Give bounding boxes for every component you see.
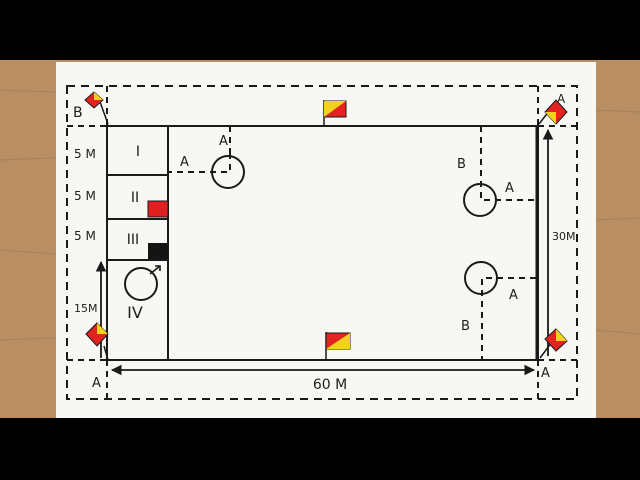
zone4-circle (124, 267, 158, 301)
corner-flag-icon (538, 99, 568, 125)
corner-label-top-left: B (73, 105, 83, 121)
outer-boundary-dashed (66, 85, 578, 400)
corner-label-top-right: A (557, 92, 566, 106)
measure-15m: 15M (74, 302, 98, 315)
left-circle-dashed-lines (169, 153, 231, 173)
corner-flag-icon (539, 328, 568, 359)
zone4-arrow (149, 265, 161, 275)
corner-label-bottom-left: A (92, 376, 101, 391)
measure-30m: 30M (552, 230, 576, 243)
measure-5m-1: 5 M (74, 147, 96, 161)
measure-5m-2: 5 M (74, 189, 96, 203)
right-circle-1-label-top: B (457, 157, 466, 172)
right-circle-2-label-bottom: B (461, 319, 470, 334)
corner-flag-icon (84, 91, 109, 125)
measure-60m: 60 M (313, 377, 347, 393)
left-circle-label-top: A (219, 134, 228, 149)
right-circle-1-dashed (480, 126, 536, 201)
wood-grain (0, 89, 640, 341)
zone-label-1: I (136, 144, 140, 160)
right-circle-1-label-side: A (505, 181, 514, 196)
measure-5m-3: 5 M (74, 229, 96, 243)
zone4-arrow-head (155, 265, 161, 271)
red-marker-icon (147, 200, 169, 218)
zone-label-2: II (131, 190, 139, 206)
left-circle-label-side: A (180, 155, 189, 170)
corner-flag-icon (85, 322, 109, 361)
zone-label-4: IV (127, 303, 143, 322)
black-marker-icon (148, 243, 168, 259)
corner-flag-icon (323, 100, 347, 126)
corner-label-bottom-right: A (541, 366, 550, 381)
zone-label-3: III (127, 232, 139, 248)
right-circle-2-label-side: A (509, 288, 518, 303)
corner-flag-icon (325, 332, 351, 360)
